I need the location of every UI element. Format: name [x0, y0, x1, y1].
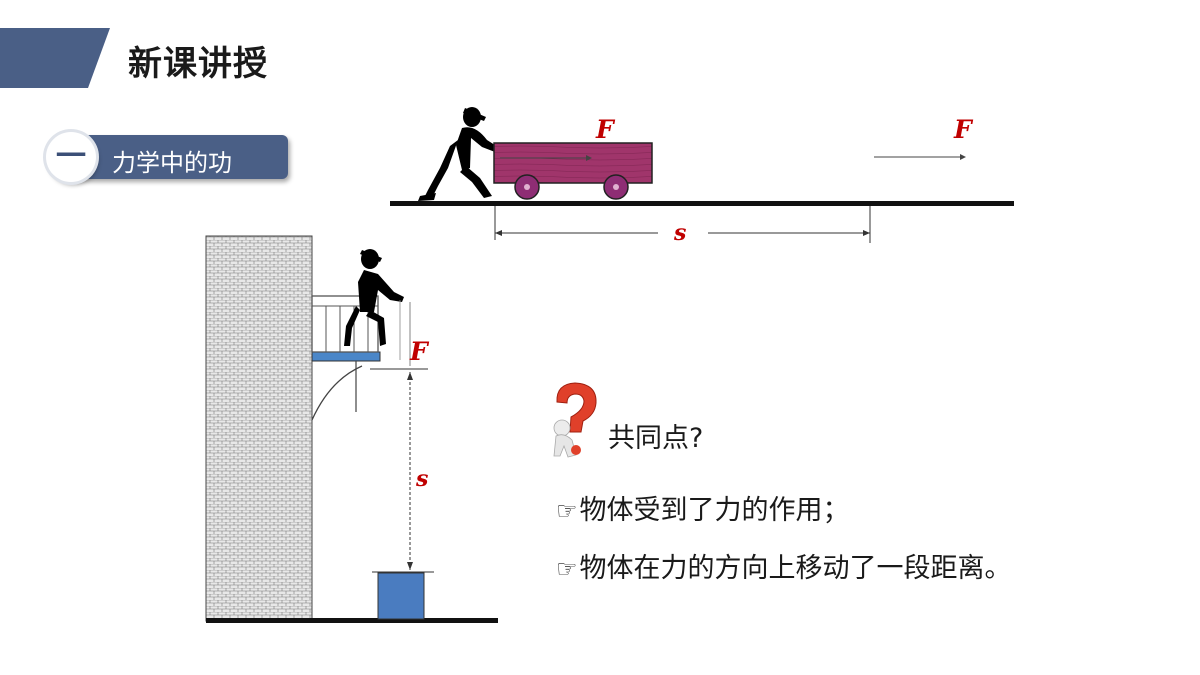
commonality-point-text: 物体受到了力的作用；	[579, 495, 850, 526]
lift-distance-label: s	[415, 466, 428, 492]
commonality-point-1: ☞物体受到了力的作用；	[556, 488, 850, 527]
lifting-person-icon	[344, 249, 404, 346]
cart-force-label: F	[595, 115, 616, 144]
pushing-person-icon	[418, 107, 498, 201]
cart-body	[493, 142, 653, 184]
section-tag: 一 力学中的功	[46, 132, 294, 182]
question-person-icon	[553, 382, 597, 458]
lift-diagram: F s	[205, 235, 498, 623]
moved-force-label: F	[953, 115, 974, 144]
cart-diagram: F F s	[390, 107, 1014, 246]
page-title: 新课讲授	[128, 44, 268, 84]
ground-line	[390, 201, 1014, 206]
commonality-question: 共同点?	[608, 423, 704, 454]
commonality-point-2: ☞物体在力的方向上移动了一段距离。	[556, 546, 1012, 585]
brick-wall	[205, 235, 313, 622]
balcony-floor	[311, 351, 381, 362]
bucket	[377, 572, 425, 620]
pointing-hand-icon: ☞	[556, 555, 578, 583]
lift-ground-line	[206, 618, 498, 623]
section-number-badge: 一	[46, 132, 96, 182]
commonality-point-text: 物体在力的方向上移动了一段距离。	[579, 553, 1012, 584]
section-number: 一	[56, 139, 86, 174]
section-label: 力学中的功	[112, 149, 232, 177]
section-pill	[74, 135, 288, 179]
pointing-hand-icon: ☞	[556, 497, 578, 525]
cart-distance-label: s	[673, 220, 686, 246]
lift-force-label: F	[409, 337, 430, 366]
header-band	[0, 28, 110, 88]
